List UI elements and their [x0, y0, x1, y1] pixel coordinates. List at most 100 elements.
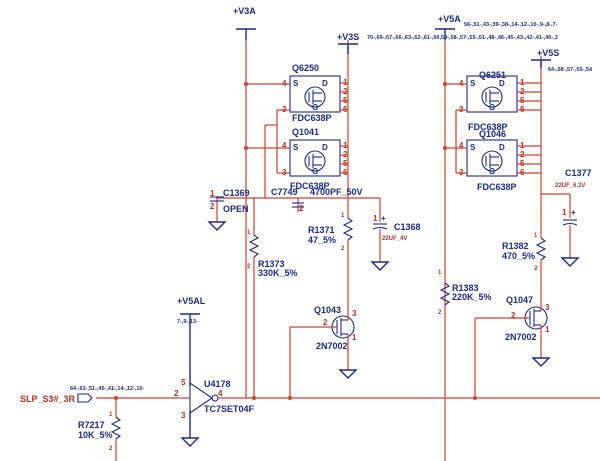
r1383-pin-2: 2: [438, 310, 442, 316]
junction-dot: [473, 396, 477, 400]
q6250-pin-d: D: [322, 79, 328, 88]
r1383-ref: R1383: [452, 283, 479, 293]
r1382-pin-1: 1: [534, 233, 538, 239]
r7217-value: 10K_5%: [78, 430, 113, 440]
q1043-mosfet: Q1043 2N7002 2 3 1: [289, 305, 358, 398]
r1373-pin-2: 2: [247, 264, 251, 270]
r7217-resistor: R7217 10K_5% 1 2: [78, 398, 122, 461]
q1041-pin-g: G: [312, 167, 318, 176]
q6250-mosfet: S D G Q6250 FDC638P 4 3 1 2 5 6: [282, 63, 348, 123]
v5a-rail-refs: 56-,51-,43-,39-,38-,14-,12-,10-,9-,8-,7-: [464, 22, 558, 28]
q1047-ref: Q1047: [506, 295, 533, 305]
q1047-value: 2N7002: [505, 332, 537, 342]
c1377-pin-1: 1: [562, 208, 567, 217]
c1369-capacitor: C1369 OPEN 1 2: [207, 188, 250, 231]
q1043-pin-1: 1: [352, 333, 357, 342]
q1046-mosfet: S D G Q1046 FDC638P 4 3 1 2 5 6: [459, 129, 525, 192]
v3s-rail-label: +V3S: [337, 32, 359, 42]
q6251-ref: Q6251: [479, 70, 506, 80]
r1371-resistor: R1371 47_5% 1 2: [308, 198, 354, 309]
v5s-rail-refs: 64-,58-,57-,55-,54: [548, 67, 593, 73]
q1047-mosfet: Q1047 2N7002 2 3 1: [474, 295, 551, 398]
slp-s3-input[interactable]: SLP_S3#_3R 64-,63-,51-,45-,41-,14-,12-,1…: [20, 386, 144, 404]
c1377-capacitor: 1 + C1377 22UF_6.3V: [555, 168, 592, 267]
q1047-pin-2: 2: [511, 311, 516, 320]
c1368-value: 22UF_4V: [382, 236, 407, 242]
left-mosfet-wiring: [244, 40, 349, 398]
junction-dot: [288, 396, 292, 400]
r7217-ref: R7217: [78, 420, 105, 430]
c1377-value: 22UF_6.3V: [555, 183, 585, 189]
r1383-pin-1: 1: [438, 270, 442, 276]
v5al-rail-refs: 7-,9-,13-: [177, 319, 198, 325]
c7749-ref: C7749: [271, 187, 298, 197]
r1383-value: 220K_5%: [452, 292, 492, 302]
q6250-value: FDC638P: [292, 113, 332, 123]
c1369-value: OPEN: [223, 204, 249, 214]
q6250-pin-g: G: [312, 103, 318, 112]
c1368-plus: +: [381, 214, 386, 223]
q6251-mosfet: S D G Q6251 FDC638P 4 3 1 2 5 6: [459, 70, 525, 132]
junction-dot: [252, 396, 256, 400]
c1368-pin-1: 1: [373, 214, 378, 223]
r7217-pin-2: 2: [109, 446, 113, 452]
q1041-ref: Q1041: [292, 127, 319, 137]
u4178-pin-5: 5: [181, 378, 186, 387]
u4178-ref: U4178: [204, 379, 231, 389]
v5s-rail: +V5S 64-,58-,57-,55-,54: [531, 48, 593, 73]
r1382-resistor: R1382 470_5% 1 2: [502, 194, 547, 303]
r7217-pin-1: 1: [109, 412, 113, 418]
q1046-ref: Q1046: [479, 129, 506, 139]
v5a-rail: +V5A 56-,51-,43-,39-,38-,14-,12-,10-,9-,…: [435, 14, 558, 40]
q6250-ref: Q6250: [292, 63, 319, 73]
r1383-resistor: R1383 220K_5% 1 2: [438, 270, 492, 316]
q1047-pin-3: 3: [545, 303, 550, 312]
q1043-pin-2: 2: [323, 318, 328, 327]
q1046-pin-g: G: [489, 167, 495, 176]
q6251-value: FDC638P: [468, 122, 508, 132]
q6251-pin-g: G: [489, 103, 495, 112]
q1041-value: FDC638P: [290, 181, 330, 191]
c7749-capacitor: C7749 4700PF_50V 2: [271, 187, 363, 213]
q1046-pin-s: S: [470, 143, 476, 152]
q1041-pin-4: 4: [282, 141, 287, 150]
v3a-rail: +V3A: [233, 6, 256, 40]
q6251-pin-d: D: [499, 79, 505, 88]
c1369-pin-2: 2: [210, 202, 215, 211]
r1373-resistor: R1373 330K_5% 1 2: [247, 198, 298, 398]
right-mosfet-wiring: [443, 40, 570, 461]
r1373-pin-1: 1: [247, 230, 251, 236]
c1377-plus: +: [571, 208, 576, 217]
r1382-ref: R1382: [502, 241, 529, 251]
r1371-ref: R1371: [308, 225, 335, 235]
r1382-pin-2: 2: [534, 266, 538, 272]
q1041-pin-d: D: [322, 143, 328, 152]
c7749-value: 4700PF_50V: [310, 187, 363, 197]
q1041-pin-s: S: [293, 143, 299, 152]
v5s-rail-label: +V5S: [537, 48, 559, 58]
v3s-rail: +V3S 70-,69-,67-,66-,63-,62-,61-,60,59-,…: [337, 32, 558, 54]
r1371-pin-1: 1: [341, 213, 345, 219]
c1369-ref: C1369: [223, 188, 250, 198]
r1373-value: 330K_5%: [258, 268, 298, 278]
slp-s3-label: SLP_S3#_3R: [20, 394, 76, 404]
c7749-pin-2: 2: [299, 204, 304, 213]
v3a-rail-label: +V3A: [233, 6, 256, 16]
v3s-rail-refs: 70-,69-,67-,66-,63-,62-,61-,60,59-,58-,5…: [367, 35, 558, 41]
q1043-value: 2N7002: [316, 341, 348, 351]
q1046-value: FDC638P: [477, 182, 517, 192]
c1368-capacitor: + 1 C1368 22UF_4V: [348, 197, 421, 271]
q1043-pin-3: 3: [352, 309, 357, 318]
v5al-rail-label: +V5AL: [177, 296, 206, 306]
c1368-ref: C1368: [394, 222, 421, 232]
slp-s3-refs: 64-,63-,51-,45-,41-,14-,12-,10-: [70, 386, 144, 392]
c1369-pin-1: 1: [210, 189, 215, 198]
r1382-value: 470_5%: [502, 251, 535, 261]
q1046-pin-d: D: [499, 143, 505, 152]
u4178-value: TC7SET04F: [204, 404, 255, 414]
u4178-inverter: +V5AL 7-,9-,13- U4178 TC7SET04F 5 2 4 3: [96, 296, 600, 447]
q1046-pin-4: 4: [459, 141, 464, 150]
q6251-pin-s: S: [470, 79, 476, 88]
